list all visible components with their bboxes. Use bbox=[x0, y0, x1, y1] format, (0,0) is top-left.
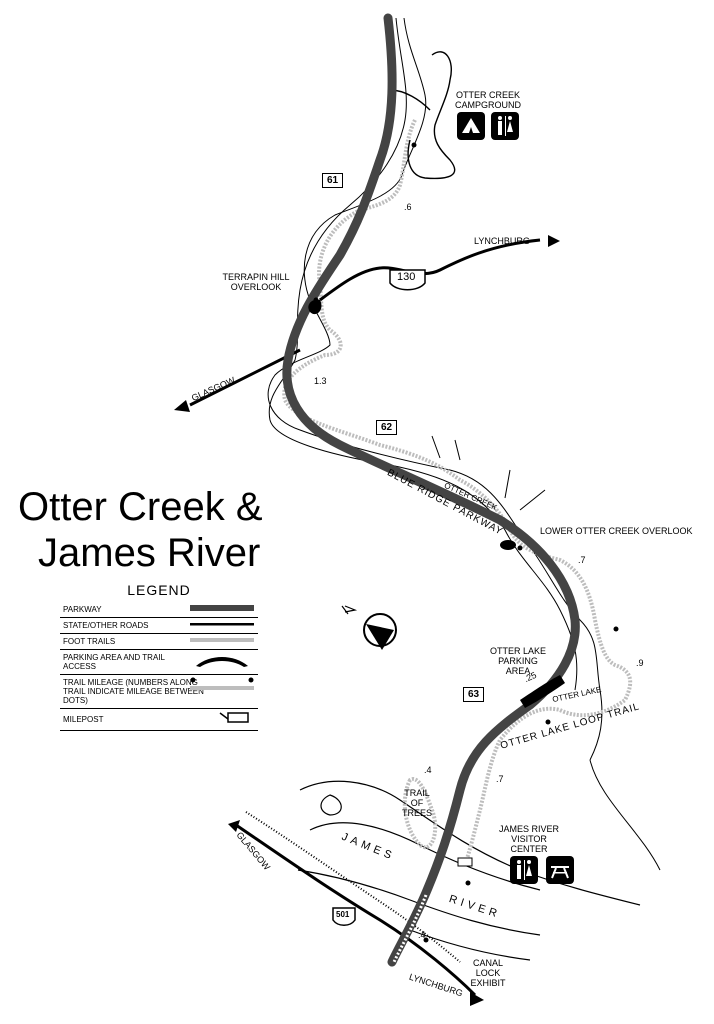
direction-arrows bbox=[174, 235, 560, 1006]
creek-lines bbox=[267, 17, 661, 871]
restroom-icon bbox=[491, 112, 519, 140]
route-130-shield bbox=[389, 269, 426, 291]
james-river bbox=[297, 780, 641, 961]
legend-row-foot-trails: FOOT TRAILS bbox=[60, 634, 258, 650]
trail-mileage-label: .7 bbox=[496, 774, 504, 784]
legend: LEGEND PARKWAY STATE/OTHER ROADS FOOT TR… bbox=[60, 582, 258, 731]
route-501-label: 501 bbox=[336, 910, 350, 919]
parkway-road bbox=[282, 13, 580, 967]
lynchburg-label-north: LYNCHBURG bbox=[474, 236, 530, 246]
trail-mileage-label: .6 bbox=[404, 202, 412, 212]
terrapin-hill-overlook-label: TERRAPIN HILL OVERLOOK bbox=[222, 272, 290, 292]
campground-road bbox=[389, 51, 456, 180]
trail-mileage-label: .9 bbox=[636, 658, 644, 668]
foot-trails bbox=[282, 119, 633, 866]
parkway-bridge bbox=[392, 894, 428, 963]
trail-mileage-label: .4 bbox=[424, 765, 432, 775]
milepost-63: 63 bbox=[463, 687, 485, 702]
route-130-label: 130 bbox=[397, 271, 416, 283]
legend-swatch-parking bbox=[196, 657, 248, 667]
route-501-shield bbox=[332, 907, 356, 926]
trail-of-trees-label: TRAIL OF TREES bbox=[401, 788, 432, 818]
otter-creek-campground-label: OTTER CREEK CAMPGROUND bbox=[454, 90, 521, 110]
map-title-line1: Otter Creek & bbox=[18, 485, 263, 529]
picnic-table-icon bbox=[546, 856, 574, 884]
legend-swatch-roads bbox=[190, 623, 254, 626]
legend-label: TRAIL MILEAGE (NUMBERS ALONG TRAIL INDIC… bbox=[63, 678, 204, 705]
legend-swatch-trails bbox=[190, 638, 254, 642]
legend-row-milepost: MILEPOST bbox=[60, 709, 258, 731]
legend-label: FOOT TRAILS bbox=[63, 637, 116, 646]
milepost-61: 61 bbox=[322, 173, 344, 188]
north-arrow-icon bbox=[341, 605, 397, 650]
legend-row-parking: PARKING AREA AND TRAIL ACCESS bbox=[60, 650, 258, 675]
james-river-visitor-center-label: JAMES RIVER VISITOR CENTER bbox=[498, 824, 559, 854]
parking-areas bbox=[308, 299, 565, 867]
canal-lock-exhibit-label: CANAL LOCK EXHIBIT bbox=[470, 958, 506, 988]
legend-swatch-parkway bbox=[190, 605, 254, 611]
legend-swatch-milepost bbox=[219, 712, 249, 723]
trail-mileage-dots bbox=[313, 142, 619, 943]
milepost-62: 62 bbox=[376, 420, 398, 435]
legend-row-mileage: TRAIL MILEAGE (NUMBERS ALONG TRAIL INDIC… bbox=[60, 675, 258, 709]
otter-lake-parking-area-label: OTTER LAKE PARKING AREA bbox=[489, 646, 546, 676]
restroom-icon bbox=[510, 856, 538, 884]
legend-row-parkway: PARKWAY bbox=[60, 602, 258, 618]
trail-mileage-label: 1.3 bbox=[314, 376, 327, 386]
trail-mileage-label: .7 bbox=[578, 555, 586, 565]
legend-label: MILEPOST bbox=[63, 715, 104, 724]
lower-otter-creek-overlook-label: LOWER OTTER CREEK OVERLOOK bbox=[540, 526, 693, 536]
map-title-line2: James River bbox=[38, 531, 261, 575]
legend-label: PARKING AREA AND TRAIL ACCESS bbox=[63, 653, 165, 671]
trail-mileage-label: .4 bbox=[418, 930, 426, 940]
legend-label: PARKWAY bbox=[63, 605, 102, 614]
legend-label: STATE/OTHER ROADS bbox=[63, 621, 149, 630]
legend-row-roads: STATE/OTHER ROADS bbox=[60, 618, 258, 634]
legend-swatch-mileage bbox=[190, 677, 254, 690]
railroad bbox=[245, 811, 461, 963]
tent-icon bbox=[457, 112, 485, 140]
legend-heading: LEGEND bbox=[127, 582, 191, 598]
